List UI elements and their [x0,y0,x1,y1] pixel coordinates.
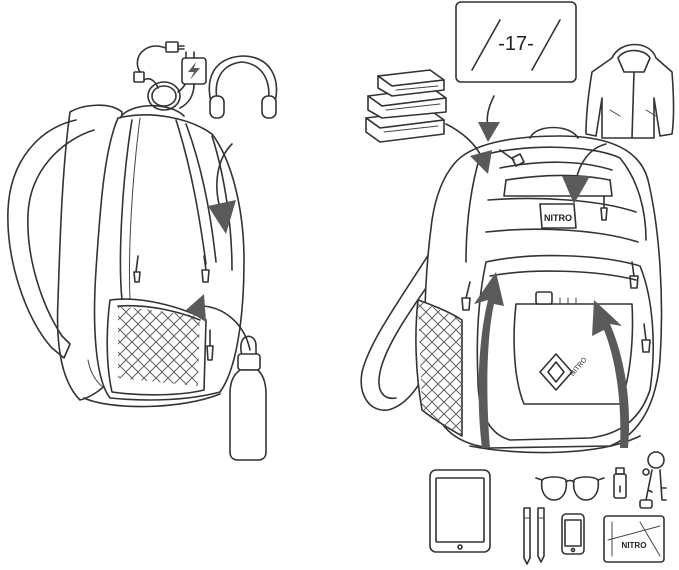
headphones-icon [208,55,278,119]
usb-stick-icon [613,467,627,499]
sunglasses-icon [535,476,605,501]
charger-icon [179,51,207,109]
arrow-laptop-compartment [478,95,500,142]
usb-cable-icon [133,41,185,89]
water-bottle-icon [229,335,267,461]
laptop-label: -17- [498,33,534,55]
arrow-front-pocket-right [592,300,630,448]
pens-icon [523,507,545,565]
arrow-into-side-pocket [186,294,251,351]
arrow-into-top-pocket [208,143,236,234]
backpack-front-logo: NITRO [544,213,572,223]
arrow-front-pocket-left [474,272,504,448]
tablet-icon [429,469,491,553]
smartphone-icon [561,513,585,555]
wallet-icon: NITRO [603,515,665,563]
wallet-logo-text: NITRO [622,541,647,550]
arrow-jacket-compartment [562,143,607,204]
arrow-books-compartment [445,123,492,174]
books-icon [365,69,447,143]
keys-icon [639,451,667,509]
jacket-icon [585,43,675,139]
backpack-front-view: NITRO NITRO [360,126,663,454]
laptop-icon: -17- [455,1,577,83]
backpack-side-view [7,104,245,408]
